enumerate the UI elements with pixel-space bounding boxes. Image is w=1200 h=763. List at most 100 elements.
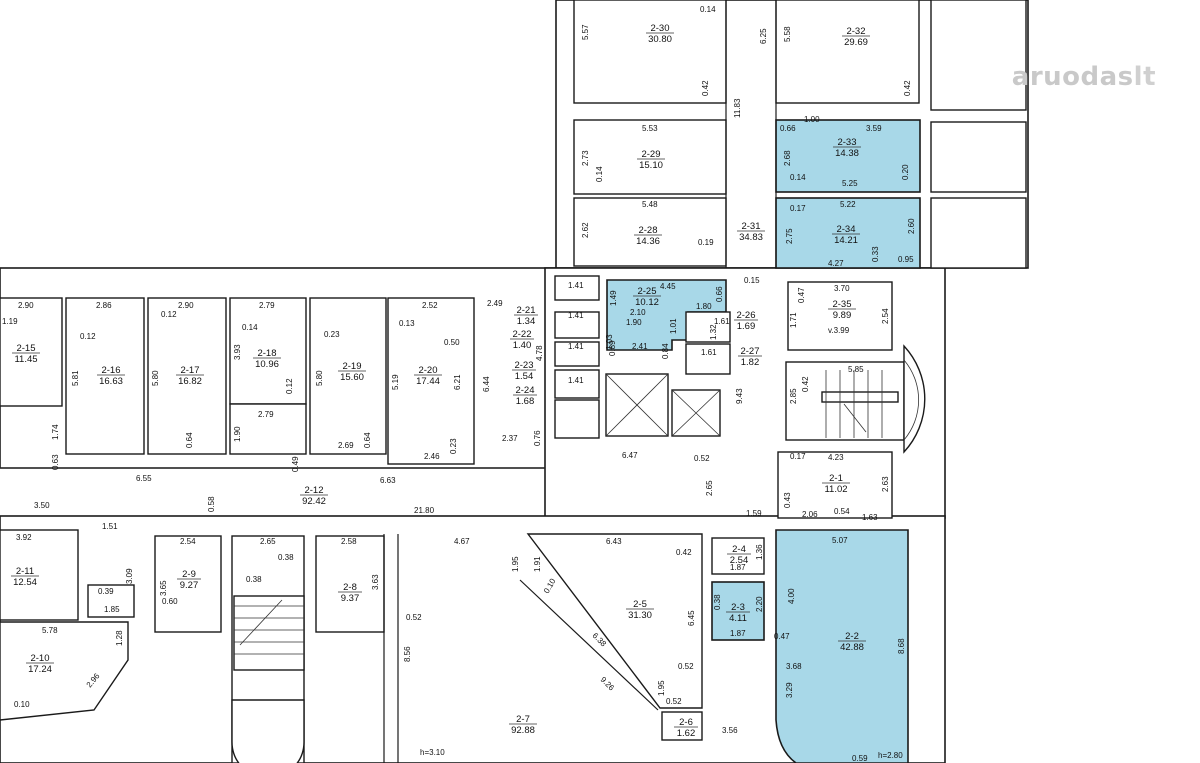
room-2-32-id: 2-32 bbox=[846, 26, 865, 37]
dimension-label: 2.85 bbox=[789, 388, 798, 404]
dimension-label: 1.61 bbox=[714, 317, 730, 326]
dimension-label: 0.89 bbox=[608, 340, 617, 356]
dimension-label: 5.22 bbox=[840, 200, 856, 209]
room-2-6-id: 2-6 bbox=[679, 717, 693, 728]
watermark-brand: aruodas bbox=[1011, 62, 1134, 92]
room-2-33-area: 14.38 bbox=[835, 148, 859, 159]
dimension-label: 2.54 bbox=[881, 308, 890, 324]
dimension-label: 0.19 bbox=[698, 238, 714, 247]
dimension-label: 0.14 bbox=[595, 166, 604, 182]
dimension-label: 1.01 bbox=[669, 318, 678, 334]
dimension-label: 2.90 bbox=[18, 301, 34, 310]
room-2-3-area: 4.11 bbox=[729, 613, 747, 624]
room-2-17-id: 2-17 bbox=[180, 365, 199, 376]
room-2-4: 2-42.54 bbox=[727, 544, 751, 566]
dimension-label: 0.66 bbox=[715, 286, 724, 302]
dimension-label: 6.44 bbox=[482, 376, 491, 392]
dimension-label: 2.49 bbox=[487, 299, 503, 308]
room-2-32-area: 29.69 bbox=[844, 37, 868, 48]
dimension-label: 1.80 bbox=[696, 302, 712, 311]
room-2-18-id: 2-18 bbox=[257, 348, 276, 359]
dimension-label: 0.95 bbox=[898, 255, 914, 264]
room-2-28-id: 2-28 bbox=[638, 225, 657, 236]
room-2-2: 2-242.88 bbox=[838, 631, 866, 653]
room-2-21-area: 1.34 bbox=[517, 316, 536, 327]
dimension-label: 1.63 bbox=[862, 513, 878, 522]
dimension-label: 2.06 bbox=[802, 510, 818, 519]
room-2-30-area: 30.80 bbox=[648, 34, 672, 45]
dimension-label: 0.38 bbox=[713, 594, 722, 610]
dimension-label: 1.28 bbox=[115, 630, 124, 646]
dimension-label: 0.42 bbox=[676, 548, 692, 557]
room-2-27: 2-271.82 bbox=[738, 346, 762, 368]
dimension-label: 3.93 bbox=[233, 344, 242, 360]
room-2-27-area: 1.82 bbox=[741, 357, 760, 368]
dimension-label: 0.17 bbox=[790, 452, 806, 461]
room-2-9-area: 9.27 bbox=[180, 580, 199, 591]
dimension-label: 3.56 bbox=[722, 726, 738, 735]
dimension-label: 2.46 bbox=[424, 452, 440, 461]
dimension-label: 4.00 bbox=[787, 588, 796, 604]
dimension-label: 0.42 bbox=[903, 80, 912, 96]
dimension-label: 1.61 bbox=[701, 348, 717, 357]
dimension-label: 0.64 bbox=[185, 432, 194, 448]
dimension-label: 2.79 bbox=[258, 410, 274, 419]
dimension-label: 1.91 bbox=[533, 556, 542, 572]
dimension-label: 3.70 bbox=[834, 284, 850, 293]
dimension-label: 5.81 bbox=[71, 370, 80, 386]
room-2-26: 2-261.69 bbox=[734, 310, 758, 332]
room-2-8-area: 9.37 bbox=[341, 593, 360, 604]
room-2-9: 2-99.27 bbox=[177, 569, 201, 591]
room-2-21: 2-211.34 bbox=[514, 305, 538, 327]
dimension-label: 21.80 bbox=[414, 506, 435, 515]
room-2-4-area: 2.54 bbox=[730, 555, 749, 566]
dimension-label: 3.65 bbox=[159, 580, 168, 596]
room-2-10-id: 2-10 bbox=[30, 653, 49, 664]
dimension-label: 0.43 bbox=[783, 492, 792, 508]
room-2-26-id: 2-26 bbox=[736, 310, 755, 321]
dimension-label: 1.71 bbox=[789, 312, 798, 328]
dimension-label: 1.87 bbox=[730, 563, 746, 572]
dimension-labels: 0.14 5.57 6.25 5.58 0.42 0.42 11.83 5.53… bbox=[2, 5, 916, 763]
dimension-label: 5.80 bbox=[315, 370, 324, 386]
room-2-8-id: 2-8 bbox=[343, 582, 357, 593]
dimension-label: 0.17 bbox=[790, 204, 806, 213]
room-2-5-area: 31.30 bbox=[628, 610, 652, 621]
dimension-label: 1.03 bbox=[605, 334, 614, 350]
dimension-label: 0.15 bbox=[744, 276, 760, 285]
room-2-24: 2-241.68 bbox=[513, 385, 537, 407]
dimension-label: 1.19 bbox=[2, 317, 18, 326]
dimension-label: 3.63 bbox=[371, 574, 380, 590]
dimension-label: 0.42 bbox=[801, 376, 810, 392]
dimension-label: 1.36 bbox=[755, 544, 764, 560]
room-2-34-id: 2-34 bbox=[836, 224, 855, 235]
room-2-28-area: 14.36 bbox=[636, 236, 660, 247]
room-2-21-id: 2-21 bbox=[516, 305, 535, 316]
dimension-label: 6.21 bbox=[453, 374, 462, 390]
room-2-23-id: 2-23 bbox=[514, 360, 533, 371]
room-2-16-id: 2-16 bbox=[101, 365, 120, 376]
dimension-label: 2.41 bbox=[632, 342, 648, 351]
room-2-3: 2-34.11 bbox=[726, 602, 750, 624]
room-2-19-id: 2-19 bbox=[342, 361, 361, 372]
height-notes: h=3.10 h=2.80 v.3.99 bbox=[420, 326, 903, 760]
dimension-label: 0.66 bbox=[780, 124, 796, 133]
left-wing-rooms bbox=[0, 297, 545, 469]
room-2-17-area: 16.82 bbox=[178, 376, 202, 387]
dimension-label: 0.20 bbox=[901, 164, 910, 180]
wc-block bbox=[554, 275, 731, 439]
tower-rooms bbox=[573, 0, 1027, 269]
dimension-label: 3.29 bbox=[785, 682, 794, 698]
dimension-label: 0.13 bbox=[399, 319, 415, 328]
dimension-label: 1.51 bbox=[102, 522, 118, 531]
dimension-label: 5.80 bbox=[151, 370, 160, 386]
room-2-27-id: 2-27 bbox=[740, 346, 759, 357]
dimension-label: 2.79 bbox=[259, 301, 275, 310]
